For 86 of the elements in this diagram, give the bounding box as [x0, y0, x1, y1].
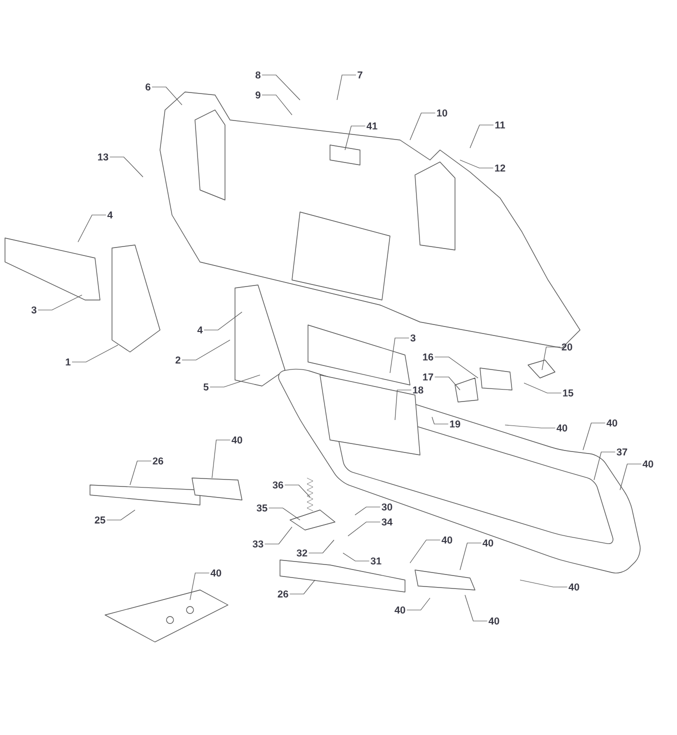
leader-line: [410, 112, 436, 140]
leader-line: [470, 124, 494, 148]
callout-number: 40: [232, 436, 242, 444]
callout-number: 15: [563, 390, 574, 396]
leader-line: [410, 540, 441, 564]
callout-number: 8: [256, 71, 260, 79]
callout-number: 30: [382, 503, 392, 511]
callout-number: 2: [176, 356, 180, 364]
leader-line: [204, 312, 242, 330]
callout-number: 40: [642, 460, 654, 468]
callout-number: 6: [146, 83, 150, 91]
leader-line: [620, 464, 642, 490]
callout-number: 10: [437, 109, 448, 117]
callout-number: 4: [107, 212, 113, 218]
leader-line: [432, 416, 449, 424]
callout-number: 1: [66, 358, 70, 366]
callout-number: 9: [256, 91, 260, 99]
leader-line: [72, 344, 118, 362]
callout-number: 16: [423, 353, 434, 361]
callout-number: 5: [204, 384, 208, 390]
leader-line: [262, 94, 292, 116]
leader-line: [212, 440, 231, 478]
leader-line: [460, 160, 494, 168]
callout-number: 4: [197, 326, 203, 334]
leader-line: [524, 382, 562, 394]
callout-number: 3: [410, 334, 416, 342]
callout-number: 40: [482, 539, 494, 547]
callout-number: 19: [450, 420, 460, 428]
callout-number: 3: [31, 306, 36, 314]
leader-line: [262, 74, 300, 100]
leader-line: [504, 424, 556, 428]
callout-number: 11: [495, 122, 506, 128]
leader-line: [460, 542, 482, 570]
callout-number: 36: [272, 481, 284, 489]
leader-line: [542, 346, 561, 370]
leader-line: [182, 340, 230, 360]
callout-number: 40: [488, 617, 500, 625]
callout-number: 37: [616, 448, 628, 456]
leader-line: [354, 506, 381, 516]
callout-number: 25: [94, 516, 106, 524]
leader-line: [520, 580, 568, 588]
leader-line: [434, 376, 460, 390]
leader-line: [190, 572, 210, 600]
callout-number: 35: [256, 504, 268, 512]
leader-line: [348, 522, 381, 536]
leader-line: [390, 338, 410, 374]
leader-line: [264, 526, 292, 544]
callout-number: 26: [278, 590, 288, 598]
leader-line: [130, 460, 152, 486]
callout-number: 32: [296, 549, 308, 557]
callout-number: 31: [370, 557, 382, 565]
callout-number: 40: [210, 569, 222, 577]
leader-line: [594, 452, 616, 480]
leader-line: [284, 484, 310, 498]
leader-line: [394, 390, 412, 420]
callout-number: 40: [442, 536, 452, 544]
leader-line: [308, 540, 334, 554]
leader-line: [109, 156, 144, 178]
callout-number: 33: [252, 540, 264, 548]
callout-number: 40: [556, 424, 568, 432]
leader-line: [268, 508, 300, 520]
callout-number: 40: [394, 606, 406, 614]
leader-line: [464, 594, 488, 622]
leader-line: [434, 356, 478, 378]
leader-line: [106, 510, 136, 520]
callout-number: 34: [382, 518, 392, 526]
leader-line: [210, 374, 260, 388]
callout-number: 40: [568, 583, 580, 591]
callout-number: 12: [495, 164, 506, 172]
leader-line: [289, 580, 316, 594]
leader-line: [582, 422, 606, 450]
leader-line: [38, 294, 82, 310]
callout-number: 17: [423, 374, 434, 380]
callout-number: 26: [152, 457, 164, 465]
leader-line: [78, 214, 106, 242]
leader-line: [336, 74, 356, 100]
callout-number: 7: [358, 72, 362, 78]
leader-line: [344, 126, 366, 150]
leader-line: [152, 86, 182, 106]
callout-number: 41: [366, 122, 378, 130]
callout-number: 18: [413, 386, 424, 394]
leader-line: [342, 552, 370, 562]
callout-number: 20: [562, 343, 572, 351]
callout-number: 13: [98, 153, 108, 161]
callout-number: 40: [606, 419, 618, 427]
leader-line: [406, 598, 430, 610]
